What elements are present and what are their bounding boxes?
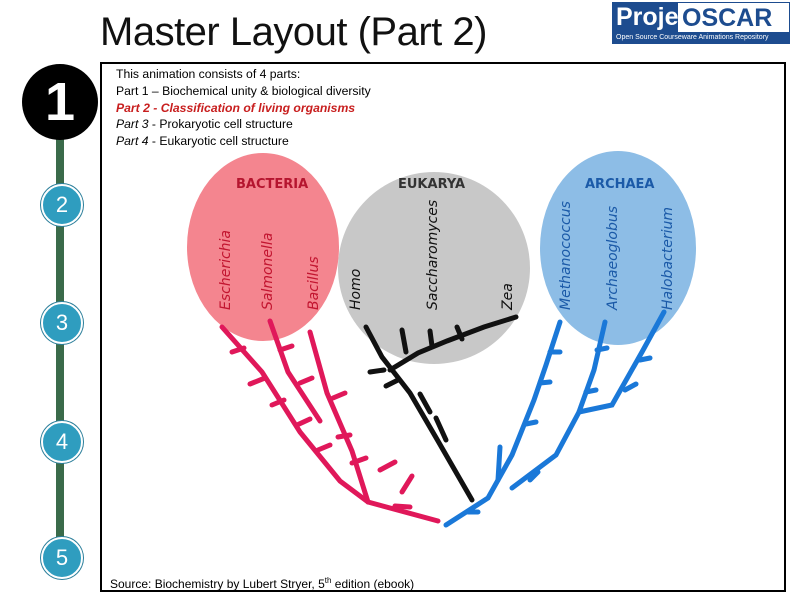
- step-4-button[interactable]: 4: [41, 421, 83, 463]
- source-citation: Source: Biochemistry by Lubert Stryer, 5…: [110, 576, 414, 591]
- intro-text: This animation consists of 4 parts: Part…: [116, 66, 371, 150]
- organism-homo: Homo: [348, 269, 364, 310]
- step-3-button[interactable]: 3: [41, 302, 83, 344]
- source-prefix: Source: Biochemistry by Lubert Stryer, 5: [110, 577, 325, 591]
- intro-line-0: This animation consists of 4 parts:: [116, 67, 301, 81]
- bacteria-ellipse: [187, 153, 339, 341]
- page-title: Master Layout (Part 2): [100, 10, 487, 54]
- intro-line-1: Part 1 – Biochemical unity & biological …: [116, 83, 371, 98]
- organism-archaeoglobus: Archaeoglobus: [605, 206, 621, 311]
- archaea-ellipse: [540, 151, 696, 345]
- step-1-button[interactable]: 1: [22, 64, 98, 140]
- organism-escherichia: Escherichia: [218, 230, 234, 310]
- organism-bacillus: Bacillus: [306, 256, 322, 310]
- intro-line-3-part: Part 3: [116, 117, 149, 132]
- eukarya-label: EUKARYA: [398, 177, 465, 192]
- step-5-button[interactable]: 5: [41, 537, 83, 579]
- intro-line-4-text: - Eukaryotic cell structure: [148, 134, 289, 149]
- eukarya-tree: [363, 314, 519, 503]
- content-frame: [100, 62, 786, 592]
- intro-line-2-text: - Classification of living organisms: [149, 100, 356, 115]
- eukarya-ellipse: [338, 172, 530, 364]
- project-oscar-logo[interactable]: Project OSCAR Open Source Courseware Ani…: [612, 2, 790, 46]
- intro-line-2: Part 2 - Classification of living organi…: [116, 100, 371, 117]
- archaea-tree: [443, 309, 667, 528]
- intro-line-3-text: - Prokaryotic cell structure: [148, 117, 293, 132]
- bacteria-label: BACTERIA: [236, 177, 308, 192]
- organism-methanococcus: Methanococcus: [558, 201, 574, 310]
- step-2-button[interactable]: 2: [41, 184, 83, 226]
- source-suffix: edition (ebook): [331, 577, 415, 591]
- organism-zea: Zea: [500, 283, 516, 311]
- logo-tagline: Open Source Courseware Animations Reposi…: [612, 32, 790, 44]
- intro-line-4: Part 4 - Eukaryotic cell structure: [116, 133, 371, 150]
- organism-halobacterium: Halobacterium: [660, 207, 676, 310]
- organism-salmonella: Salmonella: [260, 233, 276, 310]
- bacteria-tree: [219, 318, 441, 524]
- intro-line-4-part: Part 4: [116, 134, 149, 149]
- source-superscript: th: [324, 576, 332, 585]
- archaea-label: ARCHAEA: [585, 177, 655, 192]
- intro-line-2-part: Part 2: [116, 100, 150, 115]
- organism-saccharomyces: Saccharomyces: [425, 200, 441, 310]
- logo-word-oscar: OSCAR: [678, 2, 790, 32]
- intro-line-3: Part 3 - Prokaryotic cell structure: [116, 116, 371, 133]
